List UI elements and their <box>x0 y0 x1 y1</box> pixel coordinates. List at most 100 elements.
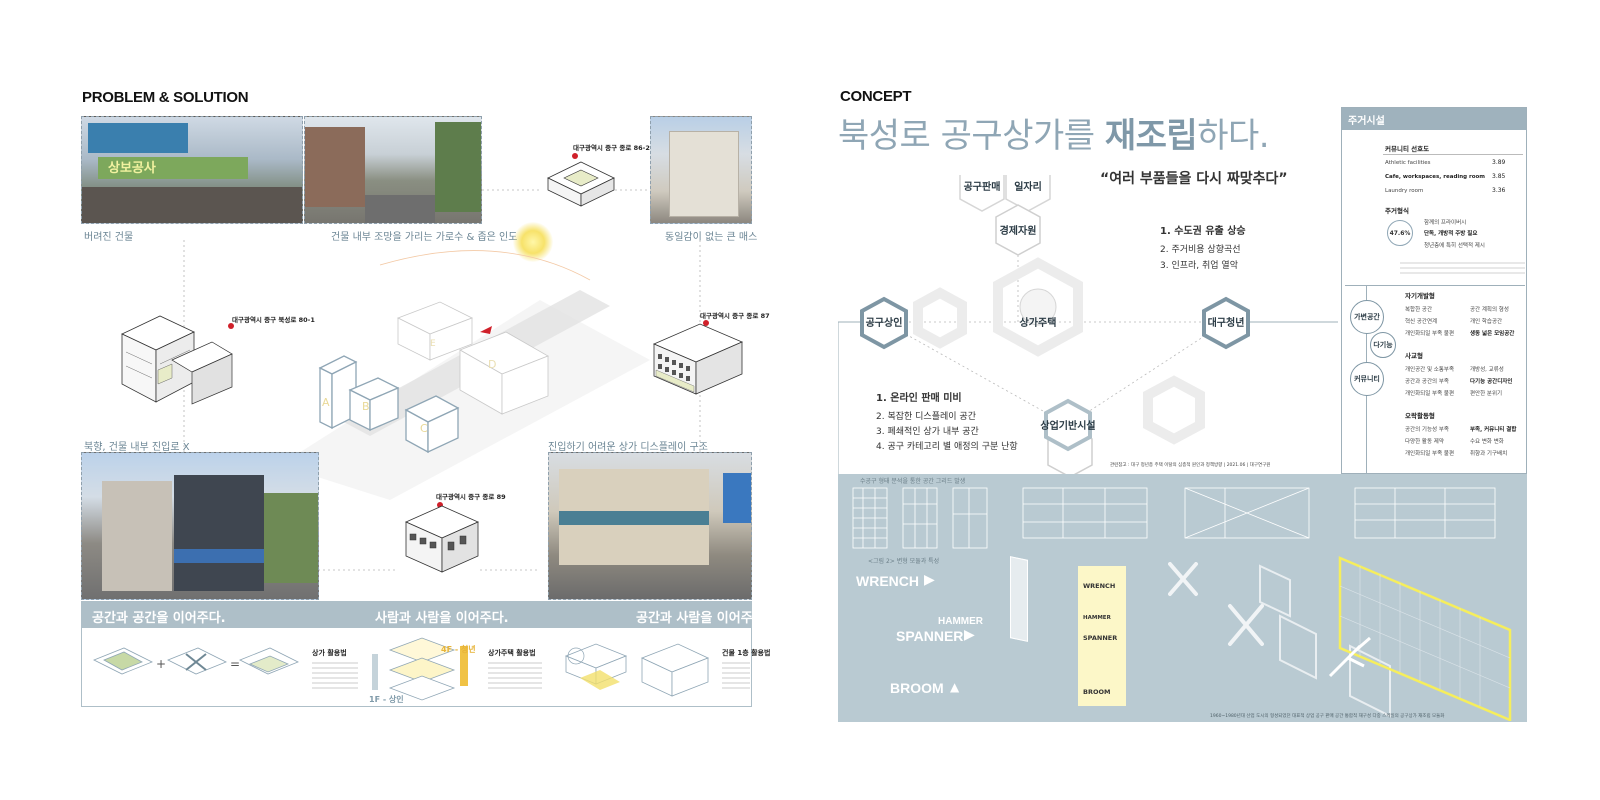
footer-note: 1960~1980년대 산업 도시의 형성되었던 대표적 상업 공구 판매 공간… <box>1210 714 1445 719</box>
arrow-right-icon: ▶ <box>924 572 935 588</box>
block-label-e: E <box>430 339 436 349</box>
section-item: 편안한 분위기 <box>1470 391 1503 397</box>
community-row-label: Laundry room <box>1385 188 1424 194</box>
caption-display-structure: 진입하기 어려운 상가 디스플레이 구조 <box>548 442 708 453</box>
photo-display-structure <box>548 452 752 600</box>
map-pin-icon <box>572 153 578 159</box>
hex-youth: 대구청년 <box>1208 316 1245 329</box>
housing-note: 함께의 프라이버시 <box>1424 220 1467 226</box>
issue-top-1: 1. 수도권 유출 상승 <box>1160 226 1246 237</box>
solution-housing-text <box>488 662 542 692</box>
iso-building-89 <box>405 505 479 573</box>
section-item: 다기능 공간디자인 <box>1470 379 1513 385</box>
shop-sign-green: 상보공사 <box>98 157 248 179</box>
ylabel-broom: BROOM <box>1083 688 1111 696</box>
section-item: 취향과 기구배치 <box>1470 451 1508 457</box>
grid-studies <box>852 487 1496 549</box>
solution-ground-floor-text <box>722 662 750 692</box>
svg-text:+: + <box>156 657 166 671</box>
section-item: 개인공간 및 소통부족 <box>1405 367 1455 373</box>
block-label-c: C <box>420 422 428 435</box>
hex-jobs: 일자리 <box>1014 180 1042 193</box>
issue-bottom-1: 1. 온라인 판매 미비 <box>876 393 962 404</box>
issue-top-3: 3. 인프라, 취업 열악 <box>1160 261 1238 271</box>
photo-north-facing-building <box>81 452 319 600</box>
hex-merchant: 공구상인 <box>866 316 903 329</box>
solution-shop-text <box>312 662 358 692</box>
caption-abandoned-building: 버려진 건물 <box>84 232 134 243</box>
tag-community: 커뮤니티 <box>1350 362 1384 396</box>
section-item: 개인화되일 부족 불편 <box>1405 451 1455 457</box>
connect-band <box>81 601 752 628</box>
floor-label-1f: 1F - 상인 <box>369 695 404 704</box>
tag-flexible-space: 가변공간 <box>1350 300 1384 334</box>
address-jongno-89: 대구광역시 중구 종로 89 <box>436 493 506 501</box>
tool-hammer-label: HAMMER <box>938 616 983 627</box>
panel-header: 주거시설 <box>1342 108 1526 130</box>
section-social-title: 사교형 <box>1405 352 1423 360</box>
site-block-diagram: A B C D E <box>280 290 650 500</box>
housing-note: 청년층에 특히 선택적 제시 <box>1424 243 1485 249</box>
issue-bottom-2: 2. 복잡한 디스플레이 공간 <box>876 412 976 422</box>
community-preference-title: 커뮤니티 선호도 <box>1385 145 1430 153</box>
solution-panel <box>81 628 752 707</box>
block-label-a: A <box>322 396 330 409</box>
headline-bold: 재조립 <box>1104 116 1198 156</box>
hex-commercial-facility: 상업기반시설 <box>1040 419 1095 432</box>
address-jongno-87: 대구광역시 중구 종로 87 <box>700 312 770 320</box>
iso-building-80-1 <box>121 315 233 405</box>
ylabel-hammer: HAMMER <box>1083 615 1111 621</box>
community-row-value: 3.36 <box>1492 187 1506 194</box>
block-label-d: D <box>488 358 496 371</box>
problem-solution-title: PROBLEM & SOLUTION <box>82 89 249 106</box>
grid-caption-mid: <그림 2> 변형 모듈과 특성 <box>868 558 940 565</box>
grid-caption-top: 수공구 형태 분석을 통한 공간 그리드 발생 <box>860 478 966 485</box>
solution-ground-floor-title: 건물 1층 활용법 <box>722 649 771 657</box>
source-note: 관련참고 : 대구 청년층 주택 이탈의 심층적 원인과 정책방향 | 2021… <box>1110 463 1271 468</box>
solution-ground-floor-diagram <box>564 643 710 697</box>
section-item: 개인 학습공간 <box>1470 319 1503 325</box>
housing-fine-print <box>1400 262 1525 274</box>
housing-facility-panel: 주거시설 <box>1341 107 1527 474</box>
photo-abandoned-building-1: 상보공사 <box>81 116 303 224</box>
sun-icon <box>513 222 553 262</box>
concept-hex-network: 공구판매 일자리 경제자원 공구상인 상가주택 대구청년 상업기반시설 <box>838 175 1338 475</box>
issue-top-2: 2. 주거비용 상향곡선 <box>1160 245 1241 255</box>
housing-percent: 47.6% <box>1387 220 1413 246</box>
address-jongno-86-2: 대구광역시 중구 종로 86-2 <box>573 144 650 152</box>
band-space-to-people: 공간과 사람을 이어주다. <box>636 611 770 626</box>
community-row-value: 3.85 <box>1492 173 1506 180</box>
photo-large-mass <box>650 116 752 224</box>
tool-card-panel <box>1010 556 1028 642</box>
concept-headline: 북성로 공구상가를 재조립하다. <box>838 108 1270 157</box>
section-leisure-title: 오락활동형 <box>1405 412 1435 420</box>
band-people-to-people: 사람과 사람을 이어주다. <box>375 611 509 626</box>
section-item: 생동 넓은 모임공간 <box>1470 331 1515 337</box>
ylabel-spanner: SPANNER <box>1083 634 1118 642</box>
caption-entrance: 북향, 건물 내부 진입로 X <box>84 442 190 453</box>
tool-assembly-diagram <box>1168 556 1512 721</box>
tag-multifunction: 다기능 <box>1370 332 1396 358</box>
section-item: 공간 계획의 형성 <box>1470 307 1509 313</box>
address-bukseongro-80-1: 대구광역시 중구 북성로 80-1 <box>232 316 315 324</box>
map-pin-icon <box>228 323 234 329</box>
map-pin-icon <box>703 320 709 326</box>
headline-pre: 북성로 공구상가를 <box>838 116 1105 156</box>
floor-label-4f: 4F - 청년 <box>441 645 476 654</box>
hex-housing: 상가주택 <box>1020 316 1057 329</box>
community-row-label: Athletic facilities <box>1385 160 1431 166</box>
housing-type-title: 주거형식 <box>1385 207 1409 215</box>
section-item: 공간의 기능성 부족 <box>1405 427 1449 433</box>
tool-broom-label: BROOM <box>890 680 944 696</box>
section-item: 부족, 커뮤니티 결합 <box>1470 427 1517 433</box>
solution-housing-diagram <box>372 637 468 701</box>
solution-shop-diagram: + = <box>93 647 299 675</box>
tool-wrench-label: WRENCH <box>856 573 919 589</box>
shop-sign-blue <box>88 123 188 153</box>
band-space-to-space: 공간과 공간을 이어주다. <box>92 611 226 626</box>
connector-lines <box>183 189 701 571</box>
block-label-b: B <box>362 400 370 413</box>
section-self-dev-title: 자기개발형 <box>1405 292 1435 300</box>
section-item: 혁신 공간연계 <box>1405 319 1438 325</box>
caption-large-mass: 동일감이 없는 큰 매스 <box>665 232 758 243</box>
